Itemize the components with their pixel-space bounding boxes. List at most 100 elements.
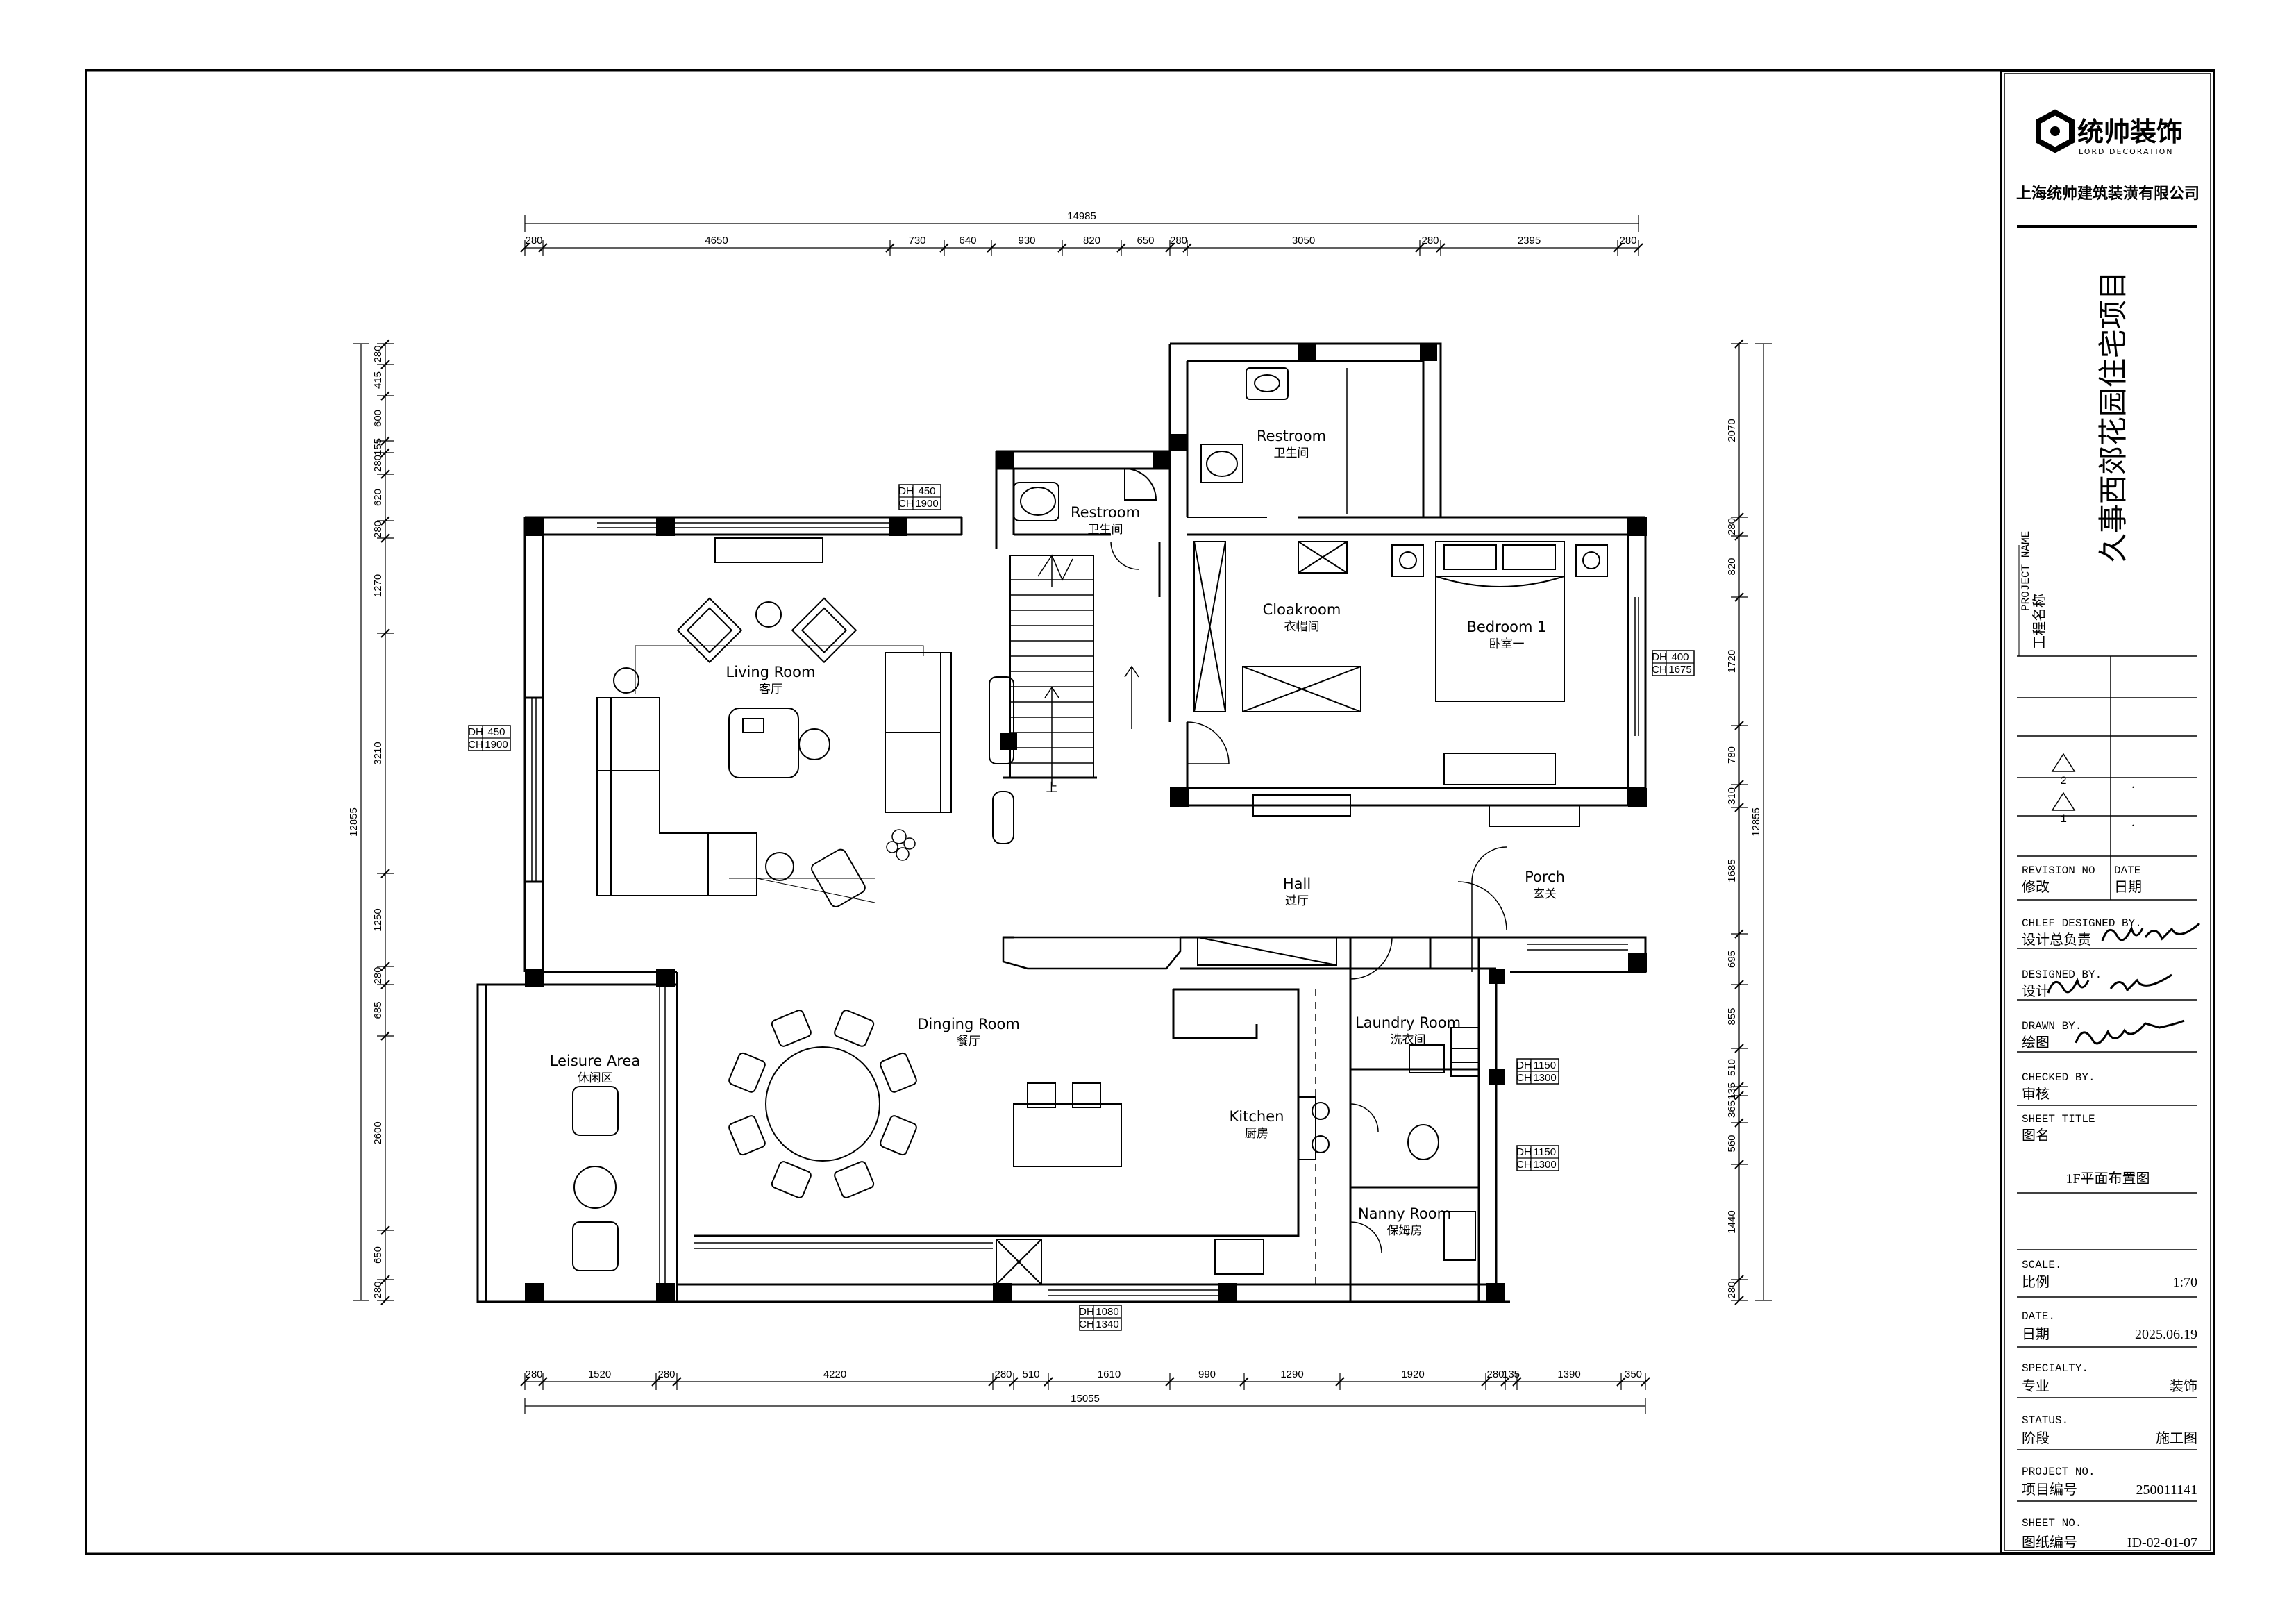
window-tag-ch-value: 1675: [1668, 664, 1691, 676]
dim-bottom-label: 280: [1486, 1368, 1504, 1380]
dim-left-label: 280: [372, 521, 384, 538]
window-tag-dh: DH: [1079, 1306, 1094, 1318]
dim-right-label: 280: [1726, 1281, 1738, 1298]
dim-right-label: 2070: [1726, 419, 1738, 442]
label-kitchen-en: Kitchen: [1230, 1108, 1284, 1125]
dim-right-label: 280: [1726, 518, 1738, 535]
sheet-border: [85, 69, 2215, 1555]
window-tag-dh-value: 1150: [1534, 1060, 1556, 1071]
window-tag-dh: DH: [1652, 651, 1667, 663]
dim-top-label: 730: [908, 235, 925, 246]
dim-bottom-label: 280: [525, 1368, 542, 1380]
dim-right-label: 560: [1726, 1135, 1738, 1152]
dim-top-label: 930: [1018, 235, 1035, 246]
sheet-title-label-en: SHEET TITLE: [2022, 1113, 2095, 1125]
label-restroom-a-en: Restroom: [1071, 504, 1140, 521]
scale-label-cn: 比例: [2022, 1274, 2050, 1290]
svg-text:2: 2: [2060, 775, 2067, 787]
dim-top-label: 280: [1619, 235, 1636, 246]
dim-right-label: 780: [1726, 746, 1738, 764]
dim-bottom-label: 1920: [1401, 1368, 1424, 1380]
sheet-title-label-cn: 图名: [2022, 1128, 2050, 1144]
company-name: 上海统帅建筑装潢有限公司: [2016, 185, 2199, 203]
dim-top-label: 4650: [705, 235, 728, 246]
window-tag-dh-value: 400: [1671, 651, 1689, 663]
label-dining-en: Dinging Room: [917, 1016, 1020, 1032]
dim-left-label: 2600: [372, 1121, 384, 1144]
dim-right-label: 695: [1726, 951, 1738, 968]
plant-icon: [886, 829, 916, 861]
title-block: 统帅装饰 LORD DECORATION 上海统帅建筑装潢有限公司 久事西郊花园…: [2000, 69, 2215, 1555]
dim-left-label: 650: [372, 1246, 384, 1264]
dim-top-label: 280: [1421, 235, 1439, 246]
dining-chair: [880, 1115, 917, 1156]
window-tag-dh-value: 450: [918, 485, 935, 497]
dim-bottom-label: 1610: [1098, 1368, 1121, 1380]
window-tag-ch-value: 1300: [1533, 1159, 1556, 1171]
walls: [476, 342, 1647, 1303]
label-bedroom-en: Bedroom 1: [1466, 619, 1546, 635]
label-restroom-a-cn: 卫生间: [1088, 523, 1123, 537]
dim-top-label: 820: [1083, 235, 1100, 246]
dim-top-label: 280: [1170, 235, 1187, 246]
window-tag-ch-value: 1900: [915, 498, 938, 510]
dim-left-label: 685: [372, 1001, 384, 1019]
drawn-by-label-cn: 绘图: [2022, 1035, 2050, 1050]
room-labels: Living Room 客厅 Restroom 卫生间 Restroom 卫生间…: [550, 428, 1565, 1238]
sheet-no-label-cn: 图纸编号: [2022, 1534, 2077, 1550]
dim-left-label: 1250: [372, 908, 384, 931]
project-no-label-cn: 项目编号: [2022, 1482, 2077, 1498]
logo-text: 统帅装饰: [2077, 117, 2183, 147]
dining-chair: [834, 1161, 875, 1198]
dim-bottom-label: 280: [657, 1368, 675, 1380]
dim-top-total: 14985: [1067, 210, 1096, 222]
window-tag-dh: DH: [898, 485, 914, 497]
dining-chair: [728, 1115, 766, 1156]
dining-chair: [880, 1052, 917, 1093]
label-hall-en: Hall: [1283, 876, 1311, 892]
dining-chairs: [728, 1010, 917, 1198]
structural-columns: [525, 344, 1647, 1302]
label-leisure-en: Leisure Area: [550, 1053, 640, 1069]
window-tag-ch-value: 1340: [1096, 1319, 1118, 1330]
date-value: 2025.06.19: [2135, 1327, 2197, 1342]
label-laundry-cn: 洗衣间: [1391, 1033, 1426, 1047]
label-dining-cn: 餐厅: [957, 1035, 980, 1048]
dim-left-label: 280: [372, 345, 384, 362]
window-tag-dh-value: 1150: [1534, 1146, 1556, 1158]
dim-left-label: 3210: [372, 742, 384, 764]
label-nanny-en: Nanny Room: [1358, 1205, 1451, 1222]
window-tag-ch: CH: [1652, 664, 1667, 676]
logo-subtitle: LORD DECORATION: [2079, 147, 2173, 156]
checked-by-label-cn: 审核: [2022, 1086, 2050, 1102]
window-tag-ch: CH: [1516, 1159, 1532, 1171]
dim-bottom-label: 1290: [1280, 1368, 1303, 1380]
dim-bottom-total: 15055: [1071, 1393, 1100, 1405]
dim-bottom-label: 1520: [588, 1368, 611, 1380]
label-porch-cn: 玄关: [1533, 887, 1557, 901]
window-tag-ch: CH: [1079, 1319, 1094, 1330]
date-block-label-cn: 日期: [2022, 1327, 2050, 1342]
window-tag-dh: DH: [468, 726, 483, 738]
sheet-no-value: ID-02-01-07: [2127, 1535, 2197, 1550]
label-leisure-cn: 休闲区: [578, 1071, 613, 1085]
designer-signature: [2047, 973, 2172, 994]
scale-value: 1:70: [2172, 1275, 2197, 1290]
scale-label-en: SCALE.: [2022, 1259, 2062, 1271]
specialty-label-cn: 专业: [2022, 1378, 2050, 1394]
chief-designer-signature: [2101, 922, 2200, 941]
dim-bottom-label: 280: [994, 1368, 1012, 1380]
label-laundry-en: Laundry Room: [1355, 1014, 1461, 1031]
specialty-label-en: SPECIALTY.: [2022, 1362, 2088, 1375]
svg-text:.: .: [2131, 776, 2135, 792]
dim-top-label: 280: [525, 235, 542, 246]
label-cloakroom-en: Cloakroom: [1263, 601, 1341, 618]
chief-designer-label-cn: 设计总负责: [2022, 932, 2091, 948]
drawn-by-signature: [2075, 1019, 2185, 1045]
window-tag-ch-value: 1300: [1533, 1072, 1556, 1084]
dim-left-label: 620: [372, 489, 384, 506]
dim-left-label: 600: [372, 410, 384, 427]
dim-left-total: 12855: [348, 807, 360, 837]
label-cloakroom-cn: 衣帽间: [1284, 620, 1320, 634]
